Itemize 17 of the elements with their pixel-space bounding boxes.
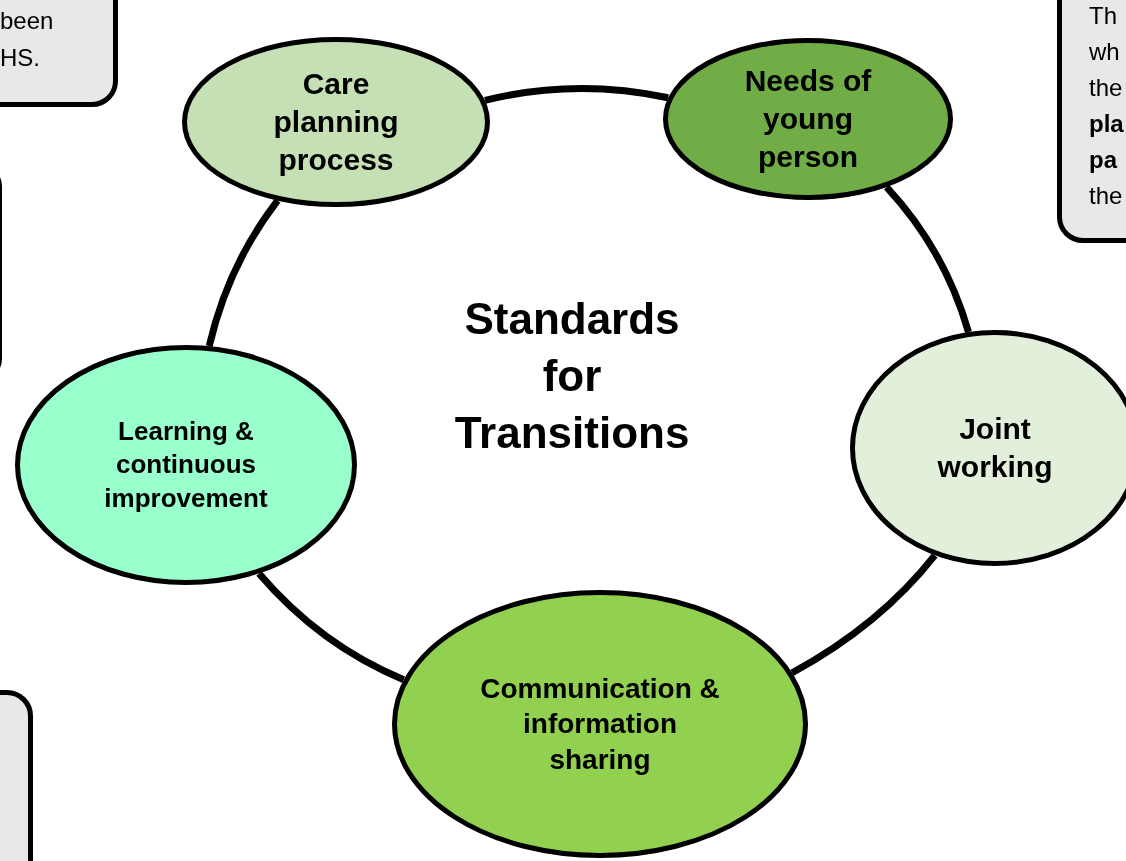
connector-arc [256, 571, 406, 683]
note-text: Th wh the pla pa the [1089, 1, 1125, 211]
topic-label: Learning & continuous improvement [103, 415, 269, 515]
topic-ellipse [663, 38, 953, 200]
topic-label: Care planning process [272, 65, 400, 179]
note-text: been HS. [0, 6, 55, 73]
connector-arc [884, 184, 972, 334]
topic-label: Needs of young person [743, 62, 873, 176]
connector-arc [205, 198, 281, 347]
topic-label: Joint working [936, 410, 1054, 485]
topic-ellipse [182, 37, 490, 207]
topic-ellipse [15, 345, 357, 585]
connector-arc [790, 553, 938, 676]
connector-arc [484, 85, 669, 104]
topic-ellipse [392, 590, 808, 858]
topic-label: Communication & information sharing [480, 671, 720, 777]
center-title: Standards for Transitions [453, 293, 691, 459]
